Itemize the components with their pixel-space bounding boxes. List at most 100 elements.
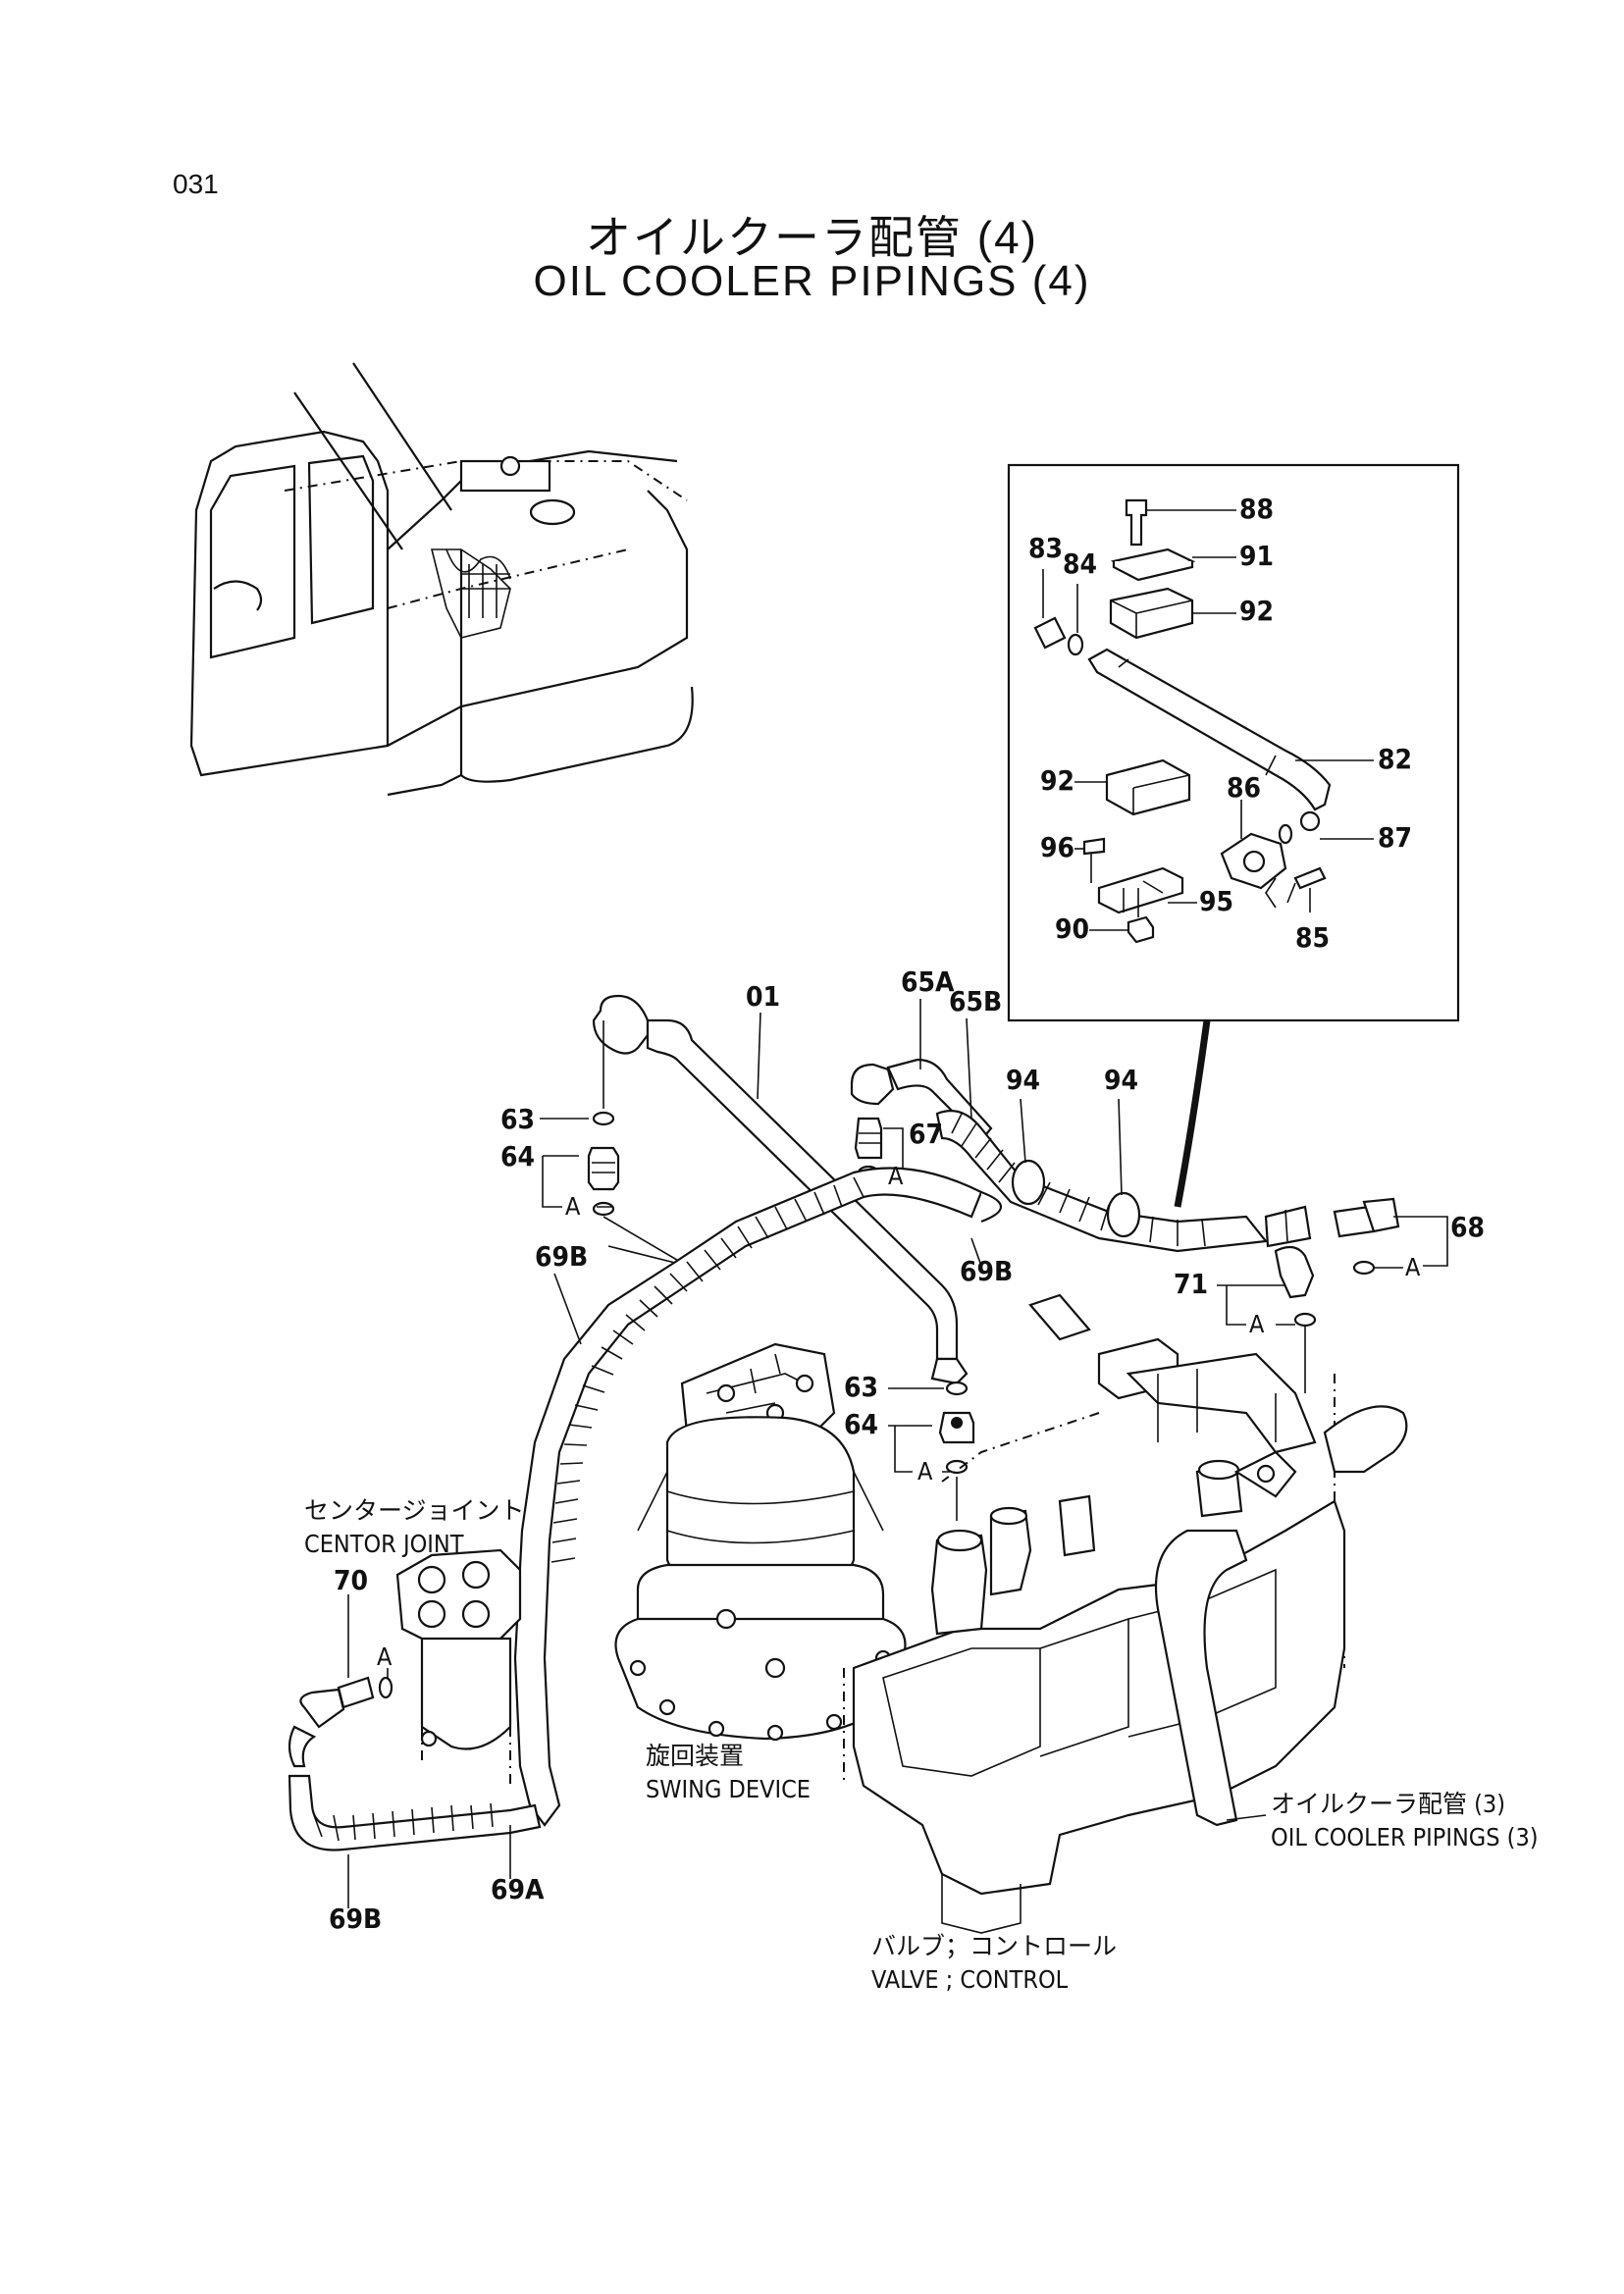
callout-95: 95 [1199, 885, 1233, 917]
bolt-88 [1125, 498, 1148, 547]
callout-96: 96 [1040, 831, 1074, 863]
fitting-65b [1264, 1205, 1312, 1248]
valve-label-jp: バルブ；コントロール [871, 1932, 1117, 1960]
callout-01: 01 [746, 980, 780, 1013]
inset-frame [1007, 463, 1460, 1022]
inset-detail [1007, 463, 1460, 1208]
piping-sketch [430, 548, 511, 639]
hose-69a [288, 1688, 542, 1908]
callout-a-71: A [1249, 1310, 1265, 1338]
cab-window-left [209, 464, 296, 659]
adapter-83 [1033, 616, 1067, 650]
cab-outline [189, 430, 390, 777]
page-number: 031 [173, 169, 219, 199]
callout-85: 85 [1295, 921, 1330, 954]
adapter-70 [337, 1594, 393, 1709]
callout-82: 82 [1378, 743, 1412, 775]
tank-cap [529, 498, 576, 526]
callout-69b-lower: 69B [329, 1903, 382, 1935]
callout-69b-right: 69B [960, 1255, 1013, 1287]
callout-69a: 69A [491, 1873, 545, 1905]
body-bottom [460, 686, 694, 783]
clamp-92-lower [1105, 758, 1191, 816]
boom-line-left [293, 391, 403, 550]
callout-a-left: A [565, 1192, 581, 1221]
callout-88: 88 [1239, 493, 1274, 525]
title-english: OIL COOLER PIPINGS (4) [533, 257, 1091, 305]
callout-70: 70 [334, 1564, 368, 1596]
band-94-right [1106, 1191, 1141, 1238]
piping-sketch-3 [461, 564, 510, 618]
callout-86: 86 [1227, 771, 1261, 804]
bolt-96 [1082, 837, 1106, 856]
callout-92-lower: 92 [1040, 764, 1074, 797]
bracket-95 [1097, 866, 1184, 914]
callout-71: 71 [1174, 1268, 1208, 1300]
valve-port-3 [1058, 1494, 1096, 1557]
band-94-left [1011, 1159, 1046, 1206]
callout-63-left: 63 [500, 1103, 535, 1135]
callout-83: 83 [1028, 532, 1063, 564]
fitting-68 [1333, 1197, 1448, 1276]
callouts: 88 91 92 83 84 82 92 86 96 87 95 90 85 0… [329, 493, 1485, 1935]
bolt-85 [1293, 866, 1327, 890]
callout-a-mid: A [917, 1457, 933, 1486]
callout-87: 87 [1378, 821, 1412, 854]
nut-87 [1299, 810, 1321, 832]
body-front [387, 549, 463, 797]
nut-90 [1126, 915, 1155, 944]
callout-67: 67 [909, 1118, 943, 1150]
callout-94-left: 94 [1006, 1064, 1040, 1096]
callout-a-67: A [888, 1162, 904, 1190]
elbow-71 [1217, 1245, 1317, 1393]
component-labels: センタージョイント CENTOR JOINT 旋回装置 SWING DEVICE… [304, 1496, 1539, 1994]
callout-92-upper: 92 [1239, 595, 1274, 627]
hose-01 [592, 994, 969, 1385]
callout-90: 90 [1055, 912, 1089, 945]
swing-device-label-en: SWING DEVICE [646, 1775, 811, 1803]
hoses-65 [850, 1058, 1312, 1253]
center-joint-body [420, 1637, 512, 1750]
adapter-64-left [587, 1146, 620, 1191]
filler-cap [499, 455, 521, 477]
center-joint-label-jp: センタージョイント [304, 1496, 525, 1525]
valve-label-en: VALVE ; CONTROL [871, 1965, 1069, 1994]
callout-65a: 65A [901, 965, 955, 998]
swing-device [614, 1342, 907, 1742]
valve-port-1 [930, 1534, 988, 1636]
oil-cooler-ref-label-en: OIL COOLER PIPINGS (3) [1271, 1823, 1539, 1851]
control-valve [843, 1293, 1346, 1934]
swing-device-label-jp: 旋回装置 [646, 1742, 744, 1770]
callout-68: 68 [1450, 1211, 1485, 1243]
piping-sketch-2 [445, 548, 511, 580]
oil-cooler-pipe-3 [1154, 1405, 1408, 1827]
clamp-92-upper [1109, 587, 1194, 640]
boom-line-right [352, 362, 452, 511]
cab-handle [213, 580, 263, 611]
callout-91: 91 [1239, 540, 1274, 572]
center-joint-top [395, 1548, 522, 1645]
inset-leader [1174, 1019, 1211, 1208]
callout-a-70: A [377, 1642, 393, 1671]
adapter-group-left [540, 1020, 688, 1267]
adapter-group-mid [888, 1381, 975, 1521]
callout-94-right: 94 [1104, 1064, 1138, 1096]
callout-84: 84 [1063, 547, 1097, 580]
o-ring-63-left [592, 1111, 615, 1126]
callout-64-left: 64 [500, 1140, 535, 1173]
o-ring-84 [1067, 633, 1084, 656]
excavator-overview [189, 362, 694, 797]
callout-a-68: A [1405, 1253, 1421, 1281]
callout-64-mid: 64 [844, 1408, 878, 1440]
title-japanese: オイルクーラ配管 (4) [586, 212, 1038, 263]
cab-window-right [307, 454, 375, 625]
center-joint [395, 1548, 522, 1786]
callout-65b: 65B [949, 985, 1002, 1017]
center-joint-label-en: CENTOR JOINT [304, 1530, 464, 1558]
body-lower [387, 490, 689, 747]
callout-63-mid: 63 [844, 1371, 878, 1403]
fitting-on-valve [1028, 1293, 1091, 1341]
callout-69b-left: 69B [535, 1240, 588, 1273]
